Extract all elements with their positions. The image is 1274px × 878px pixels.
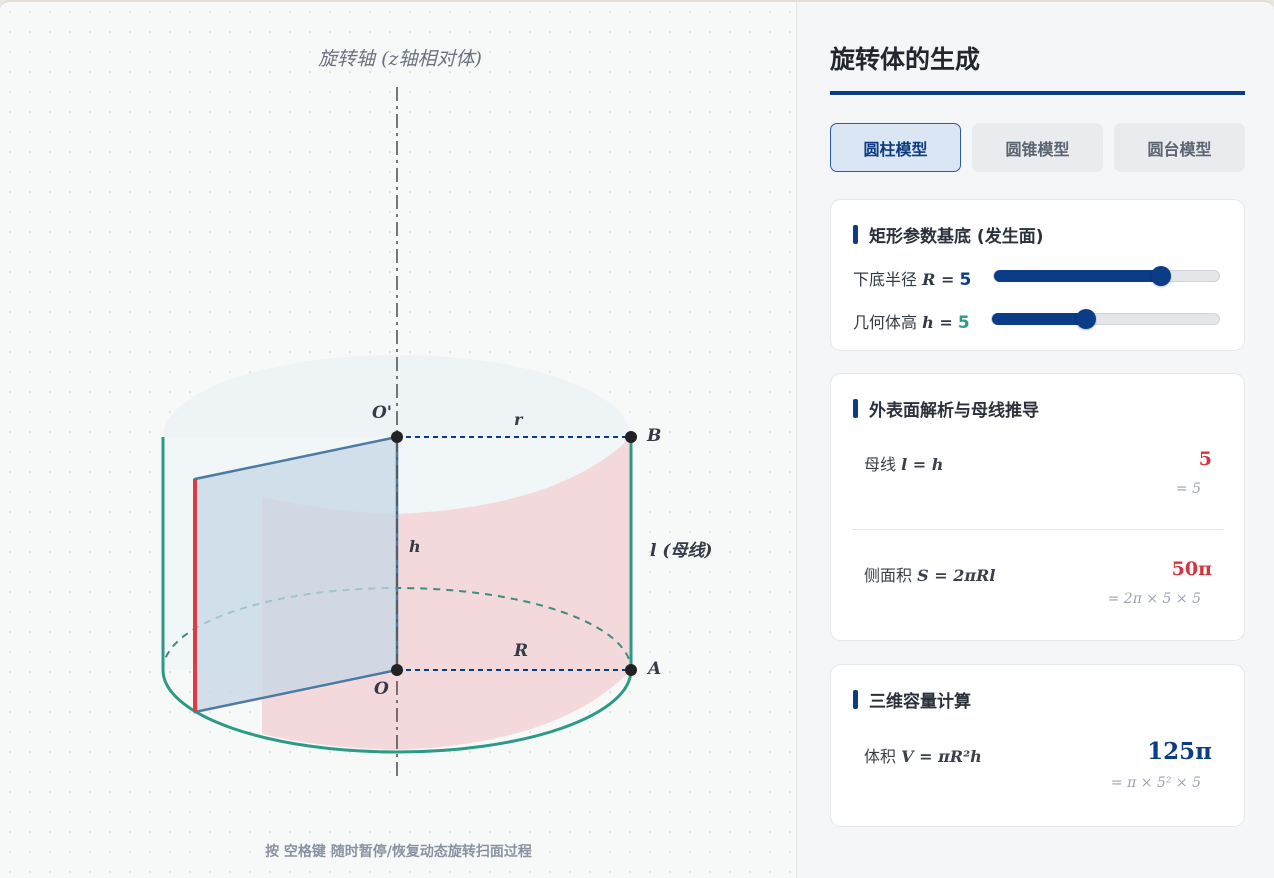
- label-b: B: [647, 426, 662, 446]
- height-slider-fill: [992, 313, 1086, 325]
- surface-card-header: 外表面解析与母线推导: [853, 396, 1039, 421]
- height-symbol: h =: [922, 313, 953, 332]
- volume-card-header: 三维容量计算: [853, 687, 971, 712]
- radius-slider[interactable]: [993, 266, 1220, 286]
- point-a: [625, 664, 637, 676]
- tab-cylinder[interactable]: 圆柱模型: [830, 123, 961, 172]
- point-b: [625, 431, 637, 443]
- radius-symbol: R =: [922, 270, 955, 289]
- cylinder-figure: [161, 87, 637, 777]
- label-h: h: [409, 537, 421, 556]
- label-o: O: [374, 679, 389, 699]
- height-label: 几何体高: [853, 313, 918, 332]
- label-generatrix: l (母线): [650, 541, 713, 561]
- volume-label-text: 体积: [864, 747, 897, 766]
- radius-slider-handle[interactable]: [1151, 266, 1171, 286]
- tab-frustum[interactable]: 圆台模型: [1114, 123, 1245, 172]
- volume-derivation: = π × 5² × 5: [1110, 775, 1201, 791]
- render-canvas[interactable]: 旋转轴 (z轴相对体) O' r B h l (母线) R A O 按 空格键 …: [0, 2, 797, 878]
- radius-label: 下底半径: [853, 270, 918, 289]
- tab-cone[interactable]: 圆锥模型: [972, 123, 1103, 172]
- panel-title: 旋转体的生成: [830, 45, 981, 74]
- radius-value: 5: [959, 270, 972, 290]
- params-card-header: 矩形参数基底 (发生面): [853, 222, 1043, 247]
- axis-title: 旋转轴 (z轴相对体): [318, 48, 482, 70]
- volume-label: 体积 V = πR²h: [864, 743, 982, 767]
- accent-bar: [853, 399, 858, 418]
- bottom-ellipse-front: [161, 669, 633, 754]
- label-r-small: r: [514, 410, 523, 429]
- title-divider: [830, 91, 1245, 95]
- volume-formula: V = πR²h: [901, 747, 982, 766]
- point-o: [391, 664, 403, 676]
- generatrix-label-text: 母线: [864, 455, 897, 474]
- control-panel: 旋转体的生成 圆柱模型 圆锥模型 圆台模型 矩形参数基底 (发生面) 下底半径 …: [798, 2, 1274, 878]
- height-slider-handle[interactable]: [1076, 309, 1096, 329]
- radius-slider-fill: [994, 270, 1161, 282]
- label-o-prime: O': [372, 403, 393, 423]
- height-value: 5: [957, 313, 970, 333]
- lateral-area-derivation: = 2π × 5 × 5: [1107, 591, 1201, 607]
- generatrix-derivation: = 5: [1175, 481, 1201, 497]
- volume-card-title: 三维容量计算: [869, 692, 971, 712]
- radius-param: 下底半径 R = 5: [853, 266, 971, 290]
- label-a: A: [648, 659, 662, 679]
- card-divider: [852, 529, 1223, 530]
- generatrix-formula: l = h: [901, 455, 944, 474]
- height-param: 几何体高 h = 5: [853, 309, 970, 333]
- height-slider[interactable]: [991, 309, 1220, 329]
- params-card: 矩形参数基底 (发生面) 下底半径 R = 5 几何体高 h = 5: [830, 199, 1245, 351]
- keyboard-hint: 按 空格键 随时暂停/恢复动态旋转扫面过程: [265, 844, 532, 860]
- params-card-title: 矩形参数基底 (发生面): [869, 227, 1044, 247]
- volume-card: 三维容量计算 体积 V = πR²h 125π = π × 5² × 5: [830, 664, 1245, 827]
- generatrix-value: 5: [1198, 448, 1212, 470]
- lateral-area-label-text: 侧面积: [864, 566, 913, 585]
- accent-bar: [853, 690, 858, 709]
- surface-card-title: 外表面解析与母线推导: [869, 401, 1039, 421]
- generating-rectangle: [193, 435, 399, 714]
- accent-bar: [853, 225, 858, 244]
- surface-card: 外表面解析与母线推导 母线 l = h 5 = 5 侧面积 S = 2πRl 5…: [830, 373, 1245, 641]
- lateral-area-value: 50π: [1171, 558, 1212, 580]
- point-o-prime: [391, 431, 403, 443]
- lateral-area-formula: S = 2πRl: [917, 566, 996, 585]
- label-r-big: R: [514, 641, 529, 661]
- lateral-area-label: 侧面积 S = 2πRl: [864, 562, 995, 586]
- volume-value: 125π: [1147, 738, 1212, 765]
- generatrix-label: 母线 l = h: [864, 451, 943, 475]
